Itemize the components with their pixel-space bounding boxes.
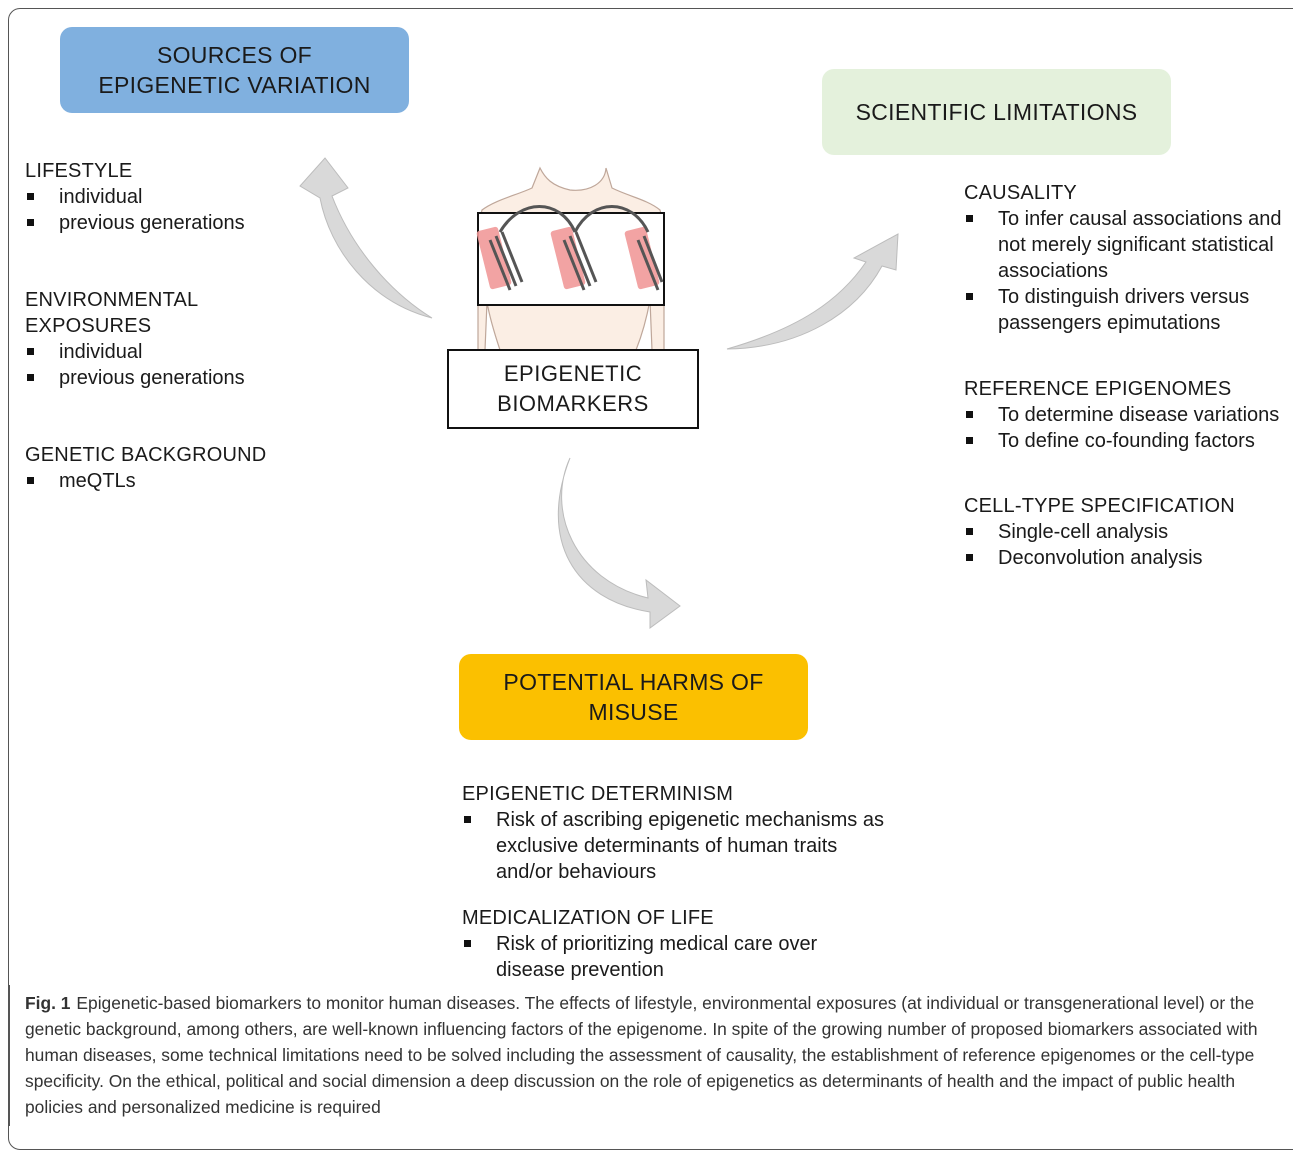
caption-text: Epigenetic-based biomarkers to monitor h…	[25, 993, 1258, 1117]
list-item: To infer causal associations and not mer…	[964, 206, 1286, 284]
arrow-to-sources	[299, 157, 433, 319]
harms-title-box: POTENTIAL HARMS OF MISUSE	[459, 654, 808, 740]
group-heading: CELL-TYPE SPECIFICATION	[964, 495, 1235, 517]
sources-group-lifestyle: LIFESTYLE individual previous generation…	[25, 158, 325, 236]
chromatin-inset	[476, 205, 665, 306]
center-box: EPIGENETIC BIOMARKERS	[447, 349, 699, 429]
limitations-title-box: SCIENTIFIC LIMITATIONS	[822, 69, 1171, 155]
harms-title: POTENTIAL HARMS OF MISUSE	[503, 669, 764, 725]
diagram-graphics	[299, 157, 899, 629]
group-heading: MEDICALIZATION OF LIFE	[462, 907, 714, 929]
list-item: Risk of prioritizing medical care over d…	[462, 931, 887, 983]
limitations-title: SCIENTIFIC LIMITATIONS	[855, 99, 1138, 125]
sources-group-environmental: ENVIRONMENTAL EXPOSURES individual previ…	[25, 287, 325, 391]
sources-title: SOURCES OF EPIGENETIC VARIATION	[98, 42, 371, 98]
list-item: To determine disease variations	[964, 402, 1286, 428]
list-item: individual	[25, 184, 325, 210]
harms-group-medicalization: MEDICALIZATION OF LIFE Risk of prioritiz…	[462, 905, 887, 983]
group-heading: GENETIC BACKGROUND	[25, 444, 267, 466]
list-item: To distinguish drivers versus passengers…	[964, 284, 1286, 336]
list-item: Deconvolution analysis	[964, 545, 1286, 571]
group-heading: EPIGENETIC DETERMINISM	[462, 783, 734, 805]
group-heading: LIFESTYLE	[25, 160, 133, 182]
center-label: EPIGENETIC BIOMARKERS	[497, 361, 649, 416]
sources-title-box: SOURCES OF EPIGENETIC VARIATION	[60, 27, 409, 113]
list-item: Risk of ascribing epigenetic mechanisms …	[462, 807, 887, 885]
list-item: meQTLs	[25, 468, 325, 494]
limitations-group-reference: REFERENCE EPIGENOMES To determine diseas…	[964, 376, 1286, 454]
group-heading: REFERENCE EPIGENOMES	[964, 378, 1232, 400]
harms-group-determinism: EPIGENETIC DETERMINISM Risk of ascribing…	[462, 781, 887, 885]
arrow-to-harms	[557, 457, 681, 629]
arrow-to-limitations	[726, 233, 899, 350]
group-heading: ENVIRONMENTAL EXPOSURES	[25, 289, 199, 337]
limitations-group-celltype: CELL-TYPE SPECIFICATION Single-cell anal…	[964, 493, 1286, 571]
sources-group-genetic: GENETIC BACKGROUND meQTLs	[25, 442, 325, 494]
list-item: previous generations	[25, 210, 325, 236]
list-item: To define co-founding factors	[964, 428, 1286, 454]
list-item: previous generations	[25, 365, 325, 391]
caption-label: Fig. 1	[25, 993, 71, 1013]
group-heading: CAUSALITY	[964, 182, 1077, 204]
list-item: Single-cell analysis	[964, 519, 1286, 545]
arrows	[299, 157, 899, 629]
caption-bar	[8, 985, 10, 1126]
limitations-group-causality: CAUSALITY To infer causal associations a…	[964, 180, 1286, 336]
list-item: individual	[25, 339, 325, 365]
